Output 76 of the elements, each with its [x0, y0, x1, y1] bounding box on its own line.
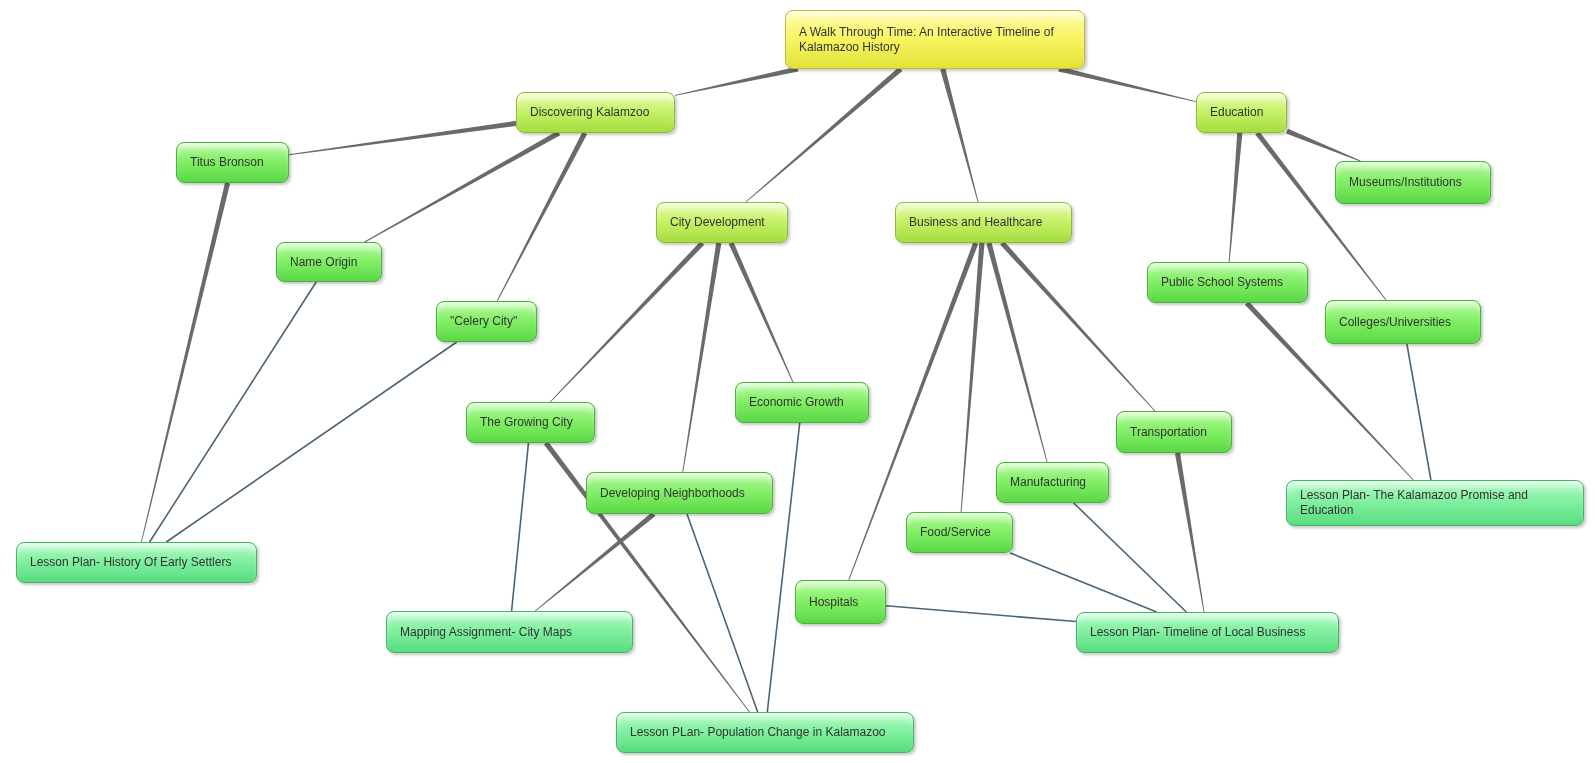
topic-label: Lesson Plan- History Of Early Settlers	[30, 555, 233, 570]
connector-line	[885, 605, 1077, 623]
topic-label: Economic Growth	[749, 395, 845, 410]
topic-label: Food/Service	[920, 525, 992, 540]
lesson-box	[16, 542, 257, 583]
topic-label: Public School Systems	[1161, 275, 1285, 290]
connector-line	[1000, 241, 1156, 412]
topic-label: Titus Bronson	[190, 155, 265, 170]
subtopic-box	[276, 242, 382, 282]
subtopic-box	[586, 472, 773, 514]
connector-line	[940, 68, 979, 203]
connector-line	[288, 120, 517, 156]
connector-line	[165, 341, 458, 543]
topic-box	[516, 92, 675, 133]
topic-label: Lesson Plan- Timeline of Local Business	[1090, 625, 1307, 640]
connector-line	[1228, 132, 1243, 263]
lesson-box	[1076, 612, 1339, 653]
central-topic-box	[785, 10, 1085, 69]
lesson-box	[386, 611, 633, 653]
topic-label: Developing Neighborhoods	[600, 485, 746, 501]
topic-label: Hospitals	[809, 594, 860, 610]
connector-line	[1009, 552, 1158, 613]
lesson-box	[616, 712, 914, 753]
topic-label: Mapping Assignment- City Maps	[400, 624, 574, 640]
connector-line	[364, 130, 561, 243]
connector-line	[686, 513, 759, 713]
connector-line	[1286, 128, 1361, 162]
connector-line	[496, 131, 588, 302]
topic-label: Lesson PLan- Population Change in Kalamazoo	[630, 725, 887, 740]
connector-line	[986, 242, 1048, 463]
topic-box	[895, 202, 1072, 243]
subtopic-box	[436, 301, 537, 342]
subtopic-box	[1147, 262, 1308, 303]
topic-label: Transportation	[1130, 424, 1208, 440]
topic-label: Lesson Plan- The Kalamazoo Promise and Education	[1300, 488, 1529, 518]
topic-label: Discovering Kalamzoo	[530, 105, 651, 120]
subtopic-box	[466, 402, 595, 443]
connector-line	[728, 241, 794, 383]
connector-line	[510, 442, 530, 612]
connector-line	[1174, 452, 1205, 613]
topic-box	[656, 202, 788, 243]
connector-line	[682, 242, 722, 473]
topic-label: Name Origin	[290, 254, 359, 270]
topic-label: Business and Healthcare	[909, 215, 1044, 230]
topic-label: Museums/Institutions	[1349, 175, 1463, 190]
subtopic-box	[176, 142, 289, 183]
subtopic-box	[1335, 161, 1491, 204]
topic-box	[1196, 92, 1287, 133]
subtopic-box	[735, 382, 869, 423]
topic-label: "Celery City"	[450, 314, 519, 329]
topic-label: The Growing City	[480, 415, 574, 430]
connector-line	[141, 182, 231, 543]
subtopic-box	[1116, 411, 1232, 453]
connector-line	[549, 241, 705, 403]
connector-line	[1406, 343, 1432, 481]
connector-line	[148, 281, 317, 543]
connector-line	[1058, 66, 1197, 103]
subtopic-box	[1325, 300, 1481, 344]
connector-line	[766, 422, 801, 713]
connector-line	[1244, 301, 1414, 481]
subtopic-box	[996, 462, 1109, 503]
connector-line	[1255, 131, 1387, 301]
topic-label: City Development	[670, 215, 766, 230]
lesson-box	[1286, 480, 1584, 526]
topic-label: Manufacturing	[1010, 475, 1088, 490]
topic-label: Colleges/Universities	[1339, 314, 1453, 330]
connector-line	[960, 242, 985, 513]
connector-line	[745, 67, 903, 203]
connector-line	[1072, 502, 1188, 613]
connector-line	[534, 512, 656, 612]
subtopic-box	[906, 512, 1013, 553]
connector-line	[848, 242, 979, 581]
subtopic-box	[795, 580, 886, 624]
topic-label: Education	[1210, 105, 1265, 120]
topic-label: A Walk Through Time: An Interactive Timeline of Kalamazoo History	[799, 24, 1055, 55]
connector-line	[674, 66, 799, 96]
